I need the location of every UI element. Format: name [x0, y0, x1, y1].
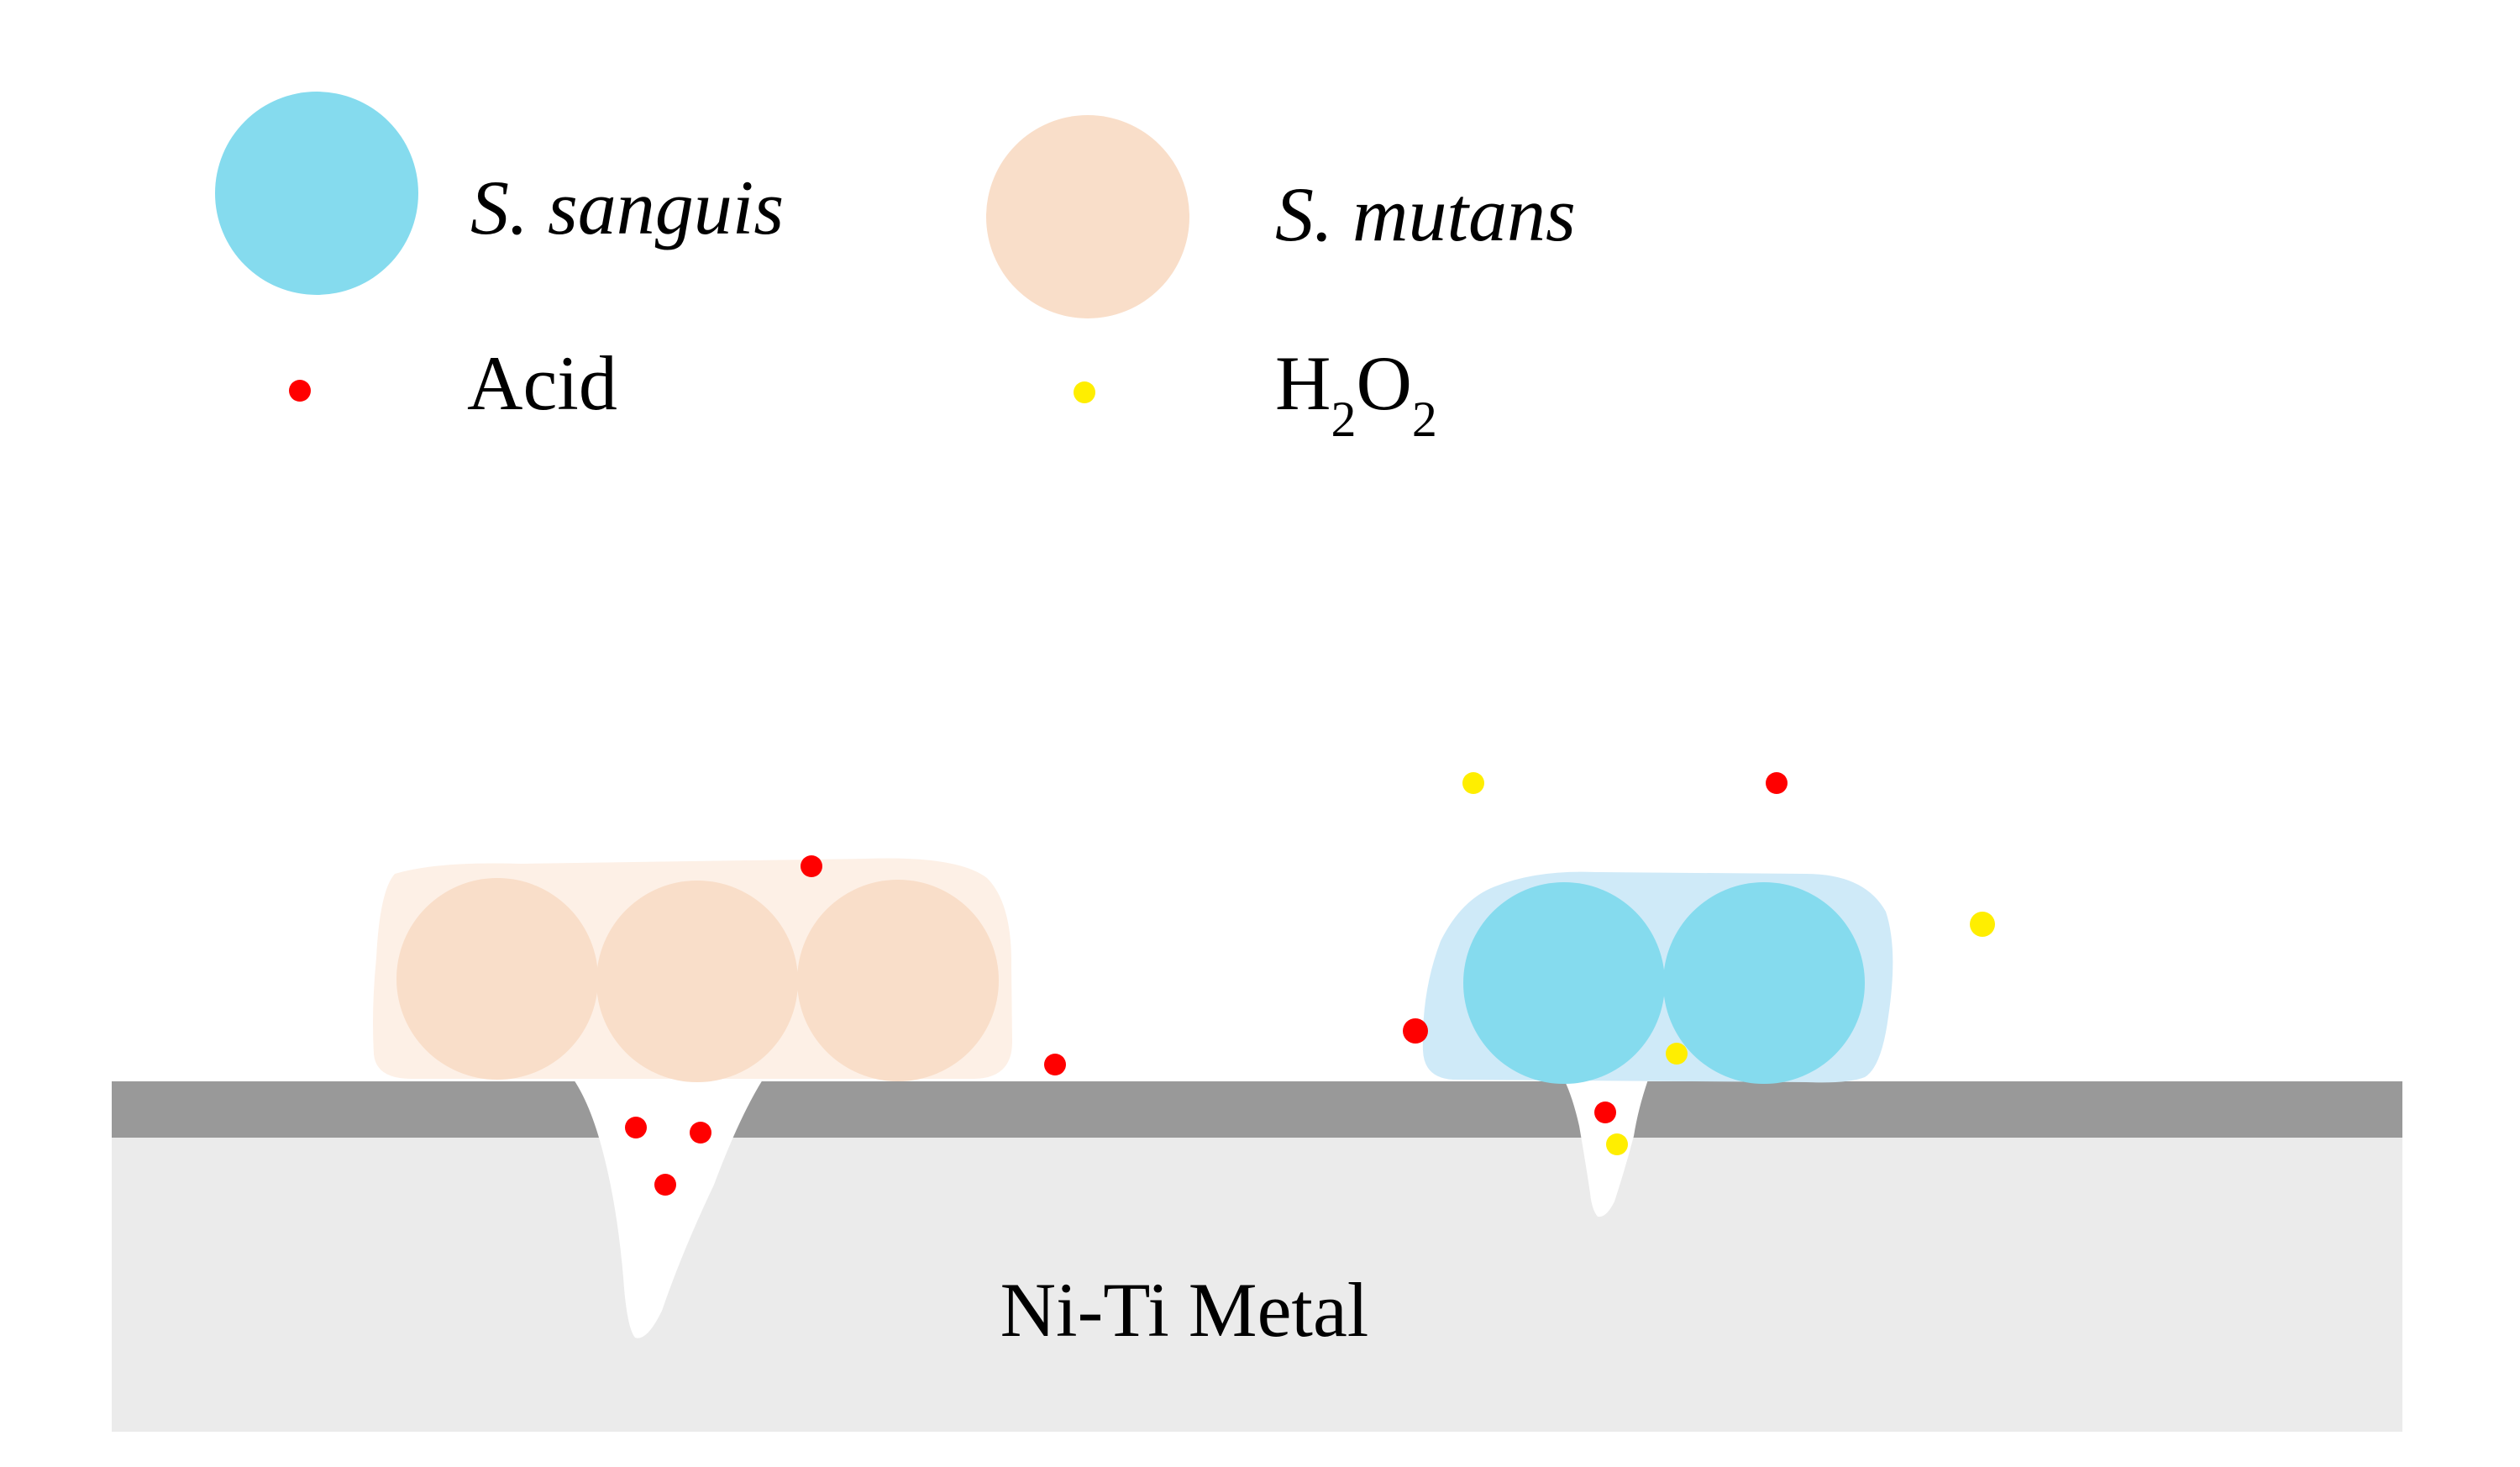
small-corrosion-pit [1564, 1080, 1648, 1217]
s-mutans-legend-icon [986, 115, 1189, 318]
h2o2-particles [1462, 772, 1995, 1155]
acid-dot [1594, 1102, 1616, 1123]
h2o2-legend-icon [1074, 381, 1095, 403]
s-mutans-biofilm [373, 858, 1012, 1082]
s-sanguis-cell [1463, 882, 1665, 1084]
acid-dot [801, 855, 822, 877]
s-sanguis-legend-label: S. sanguis [470, 165, 784, 250]
metal-surface-layer [112, 1081, 2402, 1138]
ni-ti-metal: Ni-Ti Metal [112, 1081, 2402, 1432]
acid-legend-label: Acid [467, 340, 617, 426]
s-sanguis-biofilm [1422, 871, 1893, 1084]
large-corrosion-pit [574, 1080, 763, 1338]
s-mutans-cell [396, 878, 598, 1080]
acid-dot [690, 1122, 711, 1144]
metal-body [112, 1136, 2402, 1432]
metal-label: Ni-Ti Metal [1000, 1267, 1369, 1353]
s-sanguis-legend-icon [215, 92, 418, 295]
s-mutans-legend-label: S. mutans [1275, 171, 1576, 257]
acid-dot [1403, 1018, 1428, 1044]
h2o2-dot [1462, 772, 1484, 794]
legend: S. sanguis S. mutans Acid H2O2 [215, 92, 1576, 447]
s-mutans-cell [596, 881, 798, 1082]
acid-dot [654, 1174, 676, 1196]
acid-dot [1766, 772, 1788, 794]
acid-dot [1044, 1054, 1066, 1075]
s-mutans-cell [797, 880, 999, 1081]
acid-particles [625, 772, 1788, 1196]
h2o2-dot [1666, 1043, 1688, 1065]
h2o2-dot [1970, 912, 1995, 937]
acid-legend-icon [289, 380, 311, 402]
h2o2-legend-label: H2O2 [1275, 340, 1437, 447]
s-sanguis-cell [1663, 882, 1865, 1084]
acid-dot [625, 1117, 647, 1138]
h2o2-dot [1606, 1133, 1628, 1155]
